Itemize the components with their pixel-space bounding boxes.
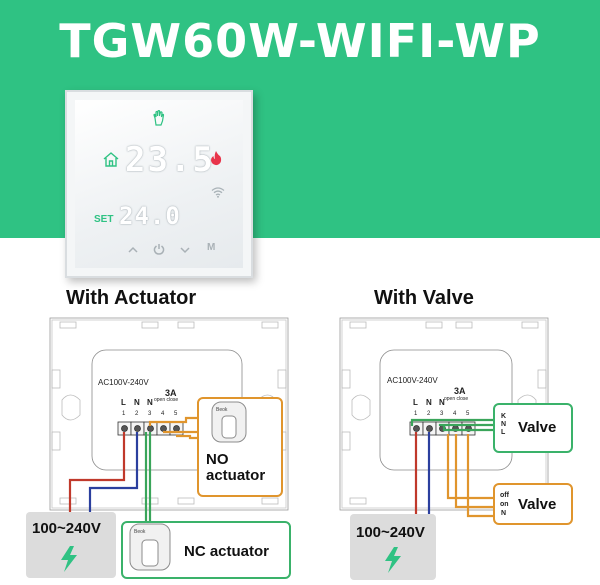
valve-bottom-pin-on: on (500, 501, 509, 508)
power-icon[interactable] (153, 243, 165, 255)
left-terminal-num-3: 3 (148, 411, 152, 417)
set-temperature-display: 24.0 (119, 202, 181, 230)
left-wires (68, 416, 206, 528)
with-valve-heading: With Valve (374, 287, 474, 309)
valve-bottom-label: Valve (518, 496, 557, 513)
left-lightning-icon (61, 546, 77, 572)
right-wires (410, 418, 500, 520)
right-terminal-N1: N (426, 398, 432, 407)
page-title: TGW60W-WIFI-WP (59, 14, 541, 68)
nc-actuator-label: NC actuator (184, 543, 270, 560)
with-actuator-heading: With Actuator (66, 287, 197, 309)
temperature-display: 23.5 (125, 140, 215, 180)
valve-top-pin-l: L (501, 429, 506, 436)
no-actuator-icon: Beok (211, 401, 247, 443)
down-arrow-icon[interactable] (179, 245, 191, 255)
nc-actuator-icon: Beok (129, 523, 171, 571)
valve-top-label: Valve (518, 419, 557, 436)
thermostat-device: 23.5 SET 24.0 M (65, 90, 253, 278)
right-terminal-num-2: 2 (427, 411, 431, 417)
set-label: SET (94, 214, 114, 225)
left-terminal-N2: N (147, 398, 153, 407)
right-voltage-label: AC100V-240V (387, 376, 438, 385)
left-open-close-label: open close (154, 397, 179, 403)
right-current-label: 3A (454, 386, 466, 396)
no-actuator-label-line2: actuator (206, 467, 266, 484)
left-voltage-label: AC100V-240V (98, 378, 149, 387)
mode-button[interactable]: M (207, 242, 216, 253)
home-icon (103, 152, 119, 167)
left-terminal-N1: N (134, 398, 140, 407)
valve-bottom-pin-off: off (500, 492, 509, 499)
left-terminal-num-1: 1 (122, 411, 126, 417)
wifi-icon (211, 187, 225, 198)
left-terminal-num-5: 5 (174, 411, 178, 417)
up-arrow-icon[interactable] (127, 245, 139, 255)
left-supply-label: 100~240V (32, 520, 101, 537)
left-terminal-L: L (121, 398, 126, 407)
thermostat-screen: 23.5 SET 24.0 M (75, 100, 243, 268)
no-actuator-label-line1: NO (206, 451, 229, 468)
valve-bottom-box (493, 483, 573, 525)
right-terminal-N2: N (439, 398, 445, 407)
right-supply-box (350, 514, 436, 580)
valve-top-pin-n: N (501, 421, 507, 428)
right-terminal-L: L (413, 398, 418, 407)
valve-top-box (493, 403, 573, 453)
valve-bottom-pin-n: N (501, 510, 507, 517)
right-terminal-num-3: 3 (440, 411, 444, 417)
right-open-close-label: open close (444, 396, 469, 402)
left-terminal-num-4: 4 (161, 411, 165, 417)
svg-text:Beok: Beok (216, 407, 228, 413)
right-terminal-num-5: 5 (466, 411, 470, 417)
right-lightning-icon (385, 547, 401, 573)
flame-icon (211, 151, 222, 166)
hand-icon (153, 110, 165, 126)
right-supply-label: 100~240V (356, 524, 425, 541)
left-current-label: 3A (165, 388, 177, 398)
left-supply-box (26, 512, 116, 578)
svg-text:Beok: Beok (134, 529, 146, 535)
right-terminal-num-1: 1 (414, 411, 418, 417)
right-terminal-num-4: 4 (453, 411, 457, 417)
valve-top-pin-k: K (501, 413, 507, 420)
left-terminal-num-2: 2 (135, 411, 139, 417)
